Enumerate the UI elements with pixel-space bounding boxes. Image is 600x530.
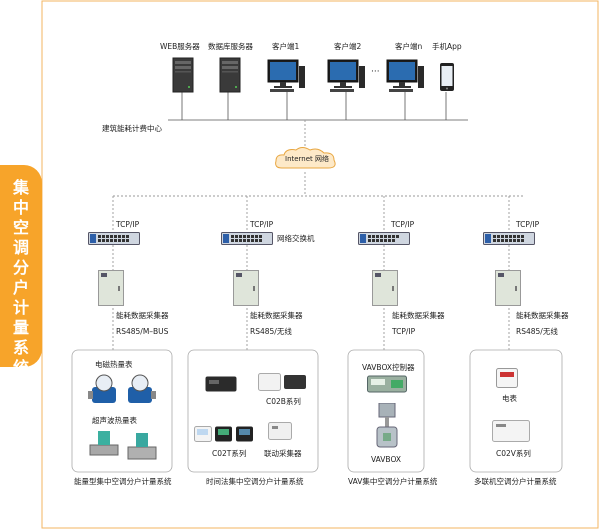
collector-cabinet-icon (495, 270, 521, 306)
collector-label-4: 能耗数据采集器 (516, 311, 569, 320)
protocol-bottom-2: RS485/无线 (250, 327, 292, 336)
device-label-ultrasonic-heat-meter: 超声波热量表 (92, 416, 137, 425)
protocol-bottom-3: TCP/IP (392, 327, 416, 336)
network-switch-icon (88, 232, 140, 245)
collector-label-3: 能耗数据采集器 (392, 311, 445, 320)
collector-cabinet-icon (98, 270, 124, 306)
top-node-label-mobile-app: 手机App (432, 42, 462, 51)
system-label-3: VAV集中空调分户计量系统 (348, 477, 438, 486)
system-label-1: 能量型集中空调分户计量系统 (74, 477, 172, 486)
collector-label-1: 能耗数据采集器 (116, 311, 169, 320)
desktop-pc-icon (386, 59, 424, 92)
top-node-label-web-server: WEB服务器 (160, 42, 200, 51)
device-label-c02t: C02T系列 (212, 449, 247, 458)
internet-label: Internet 网络 (285, 155, 330, 163)
cloud-icon (275, 147, 336, 169)
c02v-module-icon (492, 420, 530, 442)
linkage-collector-icon (268, 422, 292, 440)
electric-meter-icon (496, 368, 518, 388)
vavbox-controller-icon (367, 375, 407, 393)
switch-label: 网络交换机 (277, 234, 315, 243)
collector-label-2: 能耗数据采集器 (250, 311, 303, 320)
protocol-top-2: TCP/IP (250, 220, 274, 229)
side-title: 集中空调分户计量系统 (12, 178, 29, 377)
device-label-vavbox: VAVBOX (371, 455, 402, 464)
top-node-label-client1: 客户端1 (272, 42, 300, 51)
server-icon (219, 57, 241, 93)
system-label-2: 时间法集中空调分户计量系统 (206, 477, 304, 486)
device-label-electric-meter: 电表 (502, 394, 517, 403)
center-label: 建筑能耗计费中心 (102, 124, 162, 133)
device-label-c02b: C02B系列 (266, 397, 301, 406)
protocol-top-3: TCP/IP (391, 220, 415, 229)
ultrasonic-heat-meter-icon (89, 431, 157, 460)
collector-cabinet-icon (233, 270, 259, 306)
server-icon (172, 57, 194, 93)
electromagnetic-heat-meter-icon (88, 374, 156, 403)
side-title-bar (0, 165, 42, 367)
c02b-module-icon (258, 373, 306, 391)
system-label-4: 多联机空调分户计量系统 (474, 477, 557, 486)
desktop-pc-icon (267, 59, 305, 92)
desktop-pc-icon (327, 59, 365, 92)
network-switch-icon (483, 232, 535, 245)
protocol-bottom-1: RS485/M–BUS (116, 327, 169, 336)
network-switch-icon (221, 232, 273, 245)
collector-cabinet-icon (372, 270, 398, 306)
top-node-label-clientn: 客户端n (395, 42, 423, 51)
device-label-em-heat-meter: 电磁热量表 (95, 360, 133, 369)
network-switch-icon (358, 232, 410, 245)
device-label-c02v: C02V系列 (496, 449, 531, 458)
device-label-vavbox-controller: VAVBOX控制器 (362, 363, 415, 372)
protocol-top-1: TCP/IP (116, 220, 140, 229)
vavbox-icon (376, 403, 398, 448)
top-node-ellipsis: ··· (371, 67, 380, 77)
protocol-bottom-4: RS485/无线 (516, 327, 558, 336)
smartphone-icon (440, 63, 454, 91)
top-node-label-client2: 客户端2 (334, 42, 362, 51)
protocol-top-4: TCP/IP (516, 220, 540, 229)
c02t-thermostat-icon (194, 426, 253, 442)
top-node-label-db-server: 数据库服务器 (208, 42, 253, 51)
c02-controller-icon (205, 376, 237, 392)
device-label-linkage-collector: 联动采集器 (264, 449, 302, 458)
